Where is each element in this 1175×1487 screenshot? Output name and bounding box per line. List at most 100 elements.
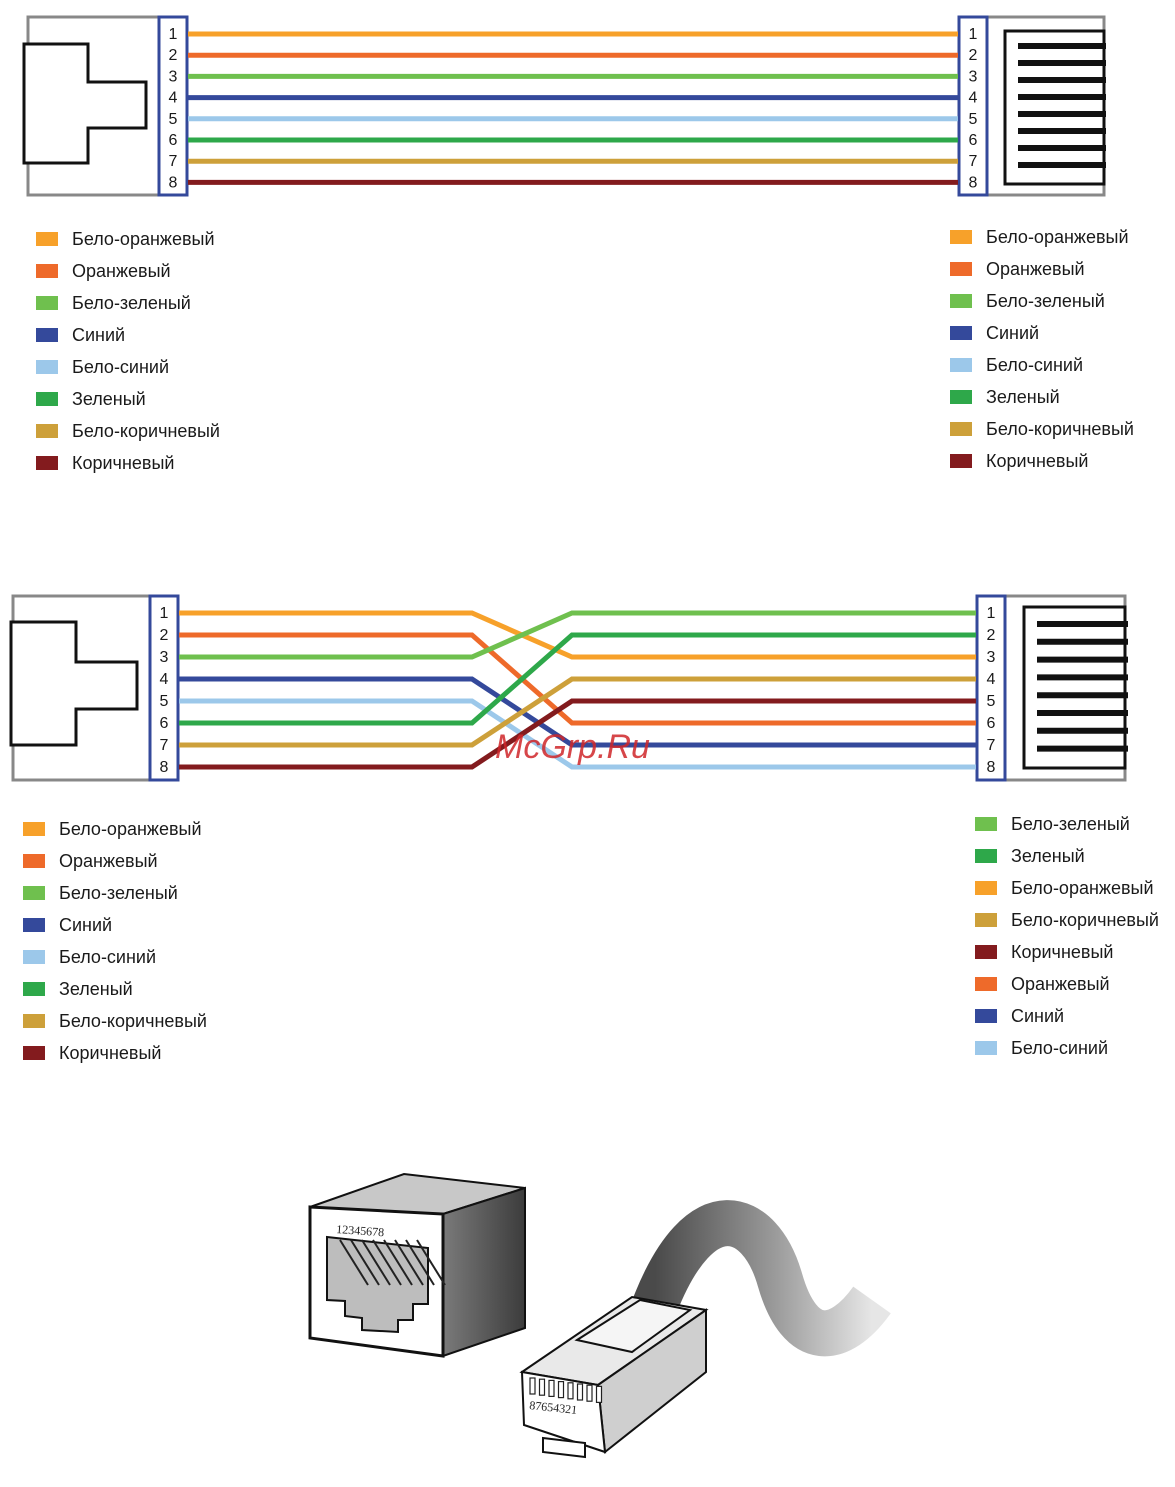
legend-label: Синий <box>986 323 1040 343</box>
legend-label: Оранжевый <box>1011 974 1110 994</box>
legend-item: Синий <box>36 319 220 351</box>
crossover-left-pin-7: 7 <box>160 737 169 754</box>
straight-left-pin-4: 4 <box>169 90 178 107</box>
legend-item: Оранжевый <box>950 253 1134 285</box>
straight-left-pin-7: 7 <box>169 153 178 170</box>
jack-contact-1 <box>339 1239 369 1286</box>
crossover-wires <box>179 610 976 770</box>
legend-swatch <box>36 456 58 470</box>
crossover-left-pin-8: 8 <box>160 759 169 776</box>
legend-label: Синий <box>59 915 113 935</box>
legend-label: Бело-оранжевый <box>986 227 1129 247</box>
crossover-left-pin-4: 4 <box>160 671 169 688</box>
legend-label: Зеленый <box>1011 846 1085 866</box>
crossover-right-pin-block <box>975 594 1007 782</box>
crossover-right-plug-contacts <box>1037 621 1128 752</box>
plug-contact-7 <box>586 1384 593 1402</box>
legend-swatch <box>950 422 972 436</box>
straight-right-pin-numbers: 12345678 <box>969 26 978 191</box>
crossover-wire-6 <box>179 632 976 726</box>
legend-item: Бело-коричневый <box>23 1005 207 1037</box>
legend-item: Бело-оранжевый <box>36 223 220 255</box>
straight-left-jack-outline <box>22 42 148 165</box>
legend-label: Бело-оранжевый <box>72 229 215 249</box>
crossover-left-jack-outline <box>9 620 139 747</box>
legend-item: Синий <box>950 317 1134 349</box>
legend-item: Бело-зеленый <box>36 287 220 319</box>
legend-item: Коричневый <box>950 445 1134 477</box>
legend-item: Коричневый <box>36 447 220 479</box>
jack-contact-6 <box>394 1239 424 1286</box>
straight-left-pin-2: 2 <box>169 47 178 64</box>
rj45-plug: 87654321 <box>519 1295 709 1459</box>
jack-contact-4 <box>372 1239 402 1286</box>
legend-label: Бело-коричневый <box>1011 910 1159 930</box>
legend-swatch <box>23 854 45 868</box>
crossover-right-pin-5: 5 <box>987 693 996 710</box>
legend-label: Бело-коричневый <box>72 421 220 441</box>
plug-contact-5 <box>567 1382 574 1400</box>
legend-swatch <box>975 1009 997 1023</box>
legend-label: Зеленый <box>72 389 146 409</box>
legend-swatch <box>23 950 45 964</box>
legend-swatch <box>23 822 45 836</box>
legend-swatch <box>975 817 997 831</box>
legend-item: Синий <box>975 1000 1159 1032</box>
plug-contact-2 <box>538 1378 546 1396</box>
plug-contact-6 <box>576 1383 584 1401</box>
legend-swatch <box>950 326 972 340</box>
crossover-left-pin-2: 2 <box>160 627 169 644</box>
legend-swatch <box>36 296 58 310</box>
crossover-left-pin-1: 1 <box>160 605 169 622</box>
straight-left-pin-numbers: 12345678 <box>169 26 178 191</box>
jack-pin-numbers: 12345678 <box>336 1222 385 1239</box>
straight-left-pin-3: 3 <box>169 68 178 85</box>
plug-pin-numbers: 87654321 <box>529 1398 578 1417</box>
legend-item: Оранжевый <box>36 255 220 287</box>
straight-left-pin-8: 8 <box>169 174 178 191</box>
straight-right-plug-contacts <box>1018 43 1106 168</box>
legend-swatch <box>36 232 58 246</box>
plug-contact-1 <box>529 1377 536 1395</box>
legend-label: Коричневый <box>59 1043 162 1063</box>
legend-item: Коричневый <box>23 1037 207 1069</box>
straight-wires <box>188 31 958 185</box>
crossover-right-pin-8: 8 <box>987 759 996 776</box>
crossover-left-pin-6: 6 <box>160 715 169 732</box>
legend-item: Зеленый <box>23 973 207 1005</box>
legend-item: Бело-зеленый <box>23 877 207 909</box>
jack-contact-5 <box>383 1239 413 1286</box>
legend-item: Зеленый <box>975 840 1159 872</box>
crossover-left-pin-block <box>148 594 180 782</box>
straight-right-pin-7: 7 <box>969 153 978 170</box>
legend-label: Оранжевый <box>59 851 158 871</box>
legend-item: Бело-синий <box>950 349 1134 381</box>
legend-swatch <box>23 1014 45 1028</box>
legend-item: Бело-синий <box>36 351 220 383</box>
crossover-right-pin-6: 6 <box>987 715 996 732</box>
legend-item: Бело-коричневый <box>36 415 220 447</box>
crossover-right-pin-2: 2 <box>987 627 996 644</box>
crossover-wire-7 <box>179 676 976 748</box>
crossover-wire-8 <box>179 698 976 770</box>
legend-label: Синий <box>1011 1006 1065 1026</box>
legend-label: Бело-синий <box>59 947 157 967</box>
jack-contact-2 <box>350 1239 380 1286</box>
crossover-right-pin-3: 3 <box>987 649 996 666</box>
crossover-right-plug-contacts-frame <box>1022 605 1127 770</box>
straight-right-pin-block <box>957 15 989 197</box>
straight-right-pin-2: 2 <box>969 47 978 64</box>
straight-left-pin-1: 1 <box>169 26 178 43</box>
legend-label: Зеленый <box>59 979 133 999</box>
legend-swatch <box>36 424 58 438</box>
legend-swatch <box>950 230 972 244</box>
straight-cable-diagram: 12345678 12345678 <box>22 15 1106 197</box>
plug-contact-4 <box>557 1380 565 1399</box>
legend-label: Оранжевый <box>986 259 1085 279</box>
legend-label: Бело-зеленый <box>986 291 1105 311</box>
jack-contact-3 <box>361 1239 391 1286</box>
